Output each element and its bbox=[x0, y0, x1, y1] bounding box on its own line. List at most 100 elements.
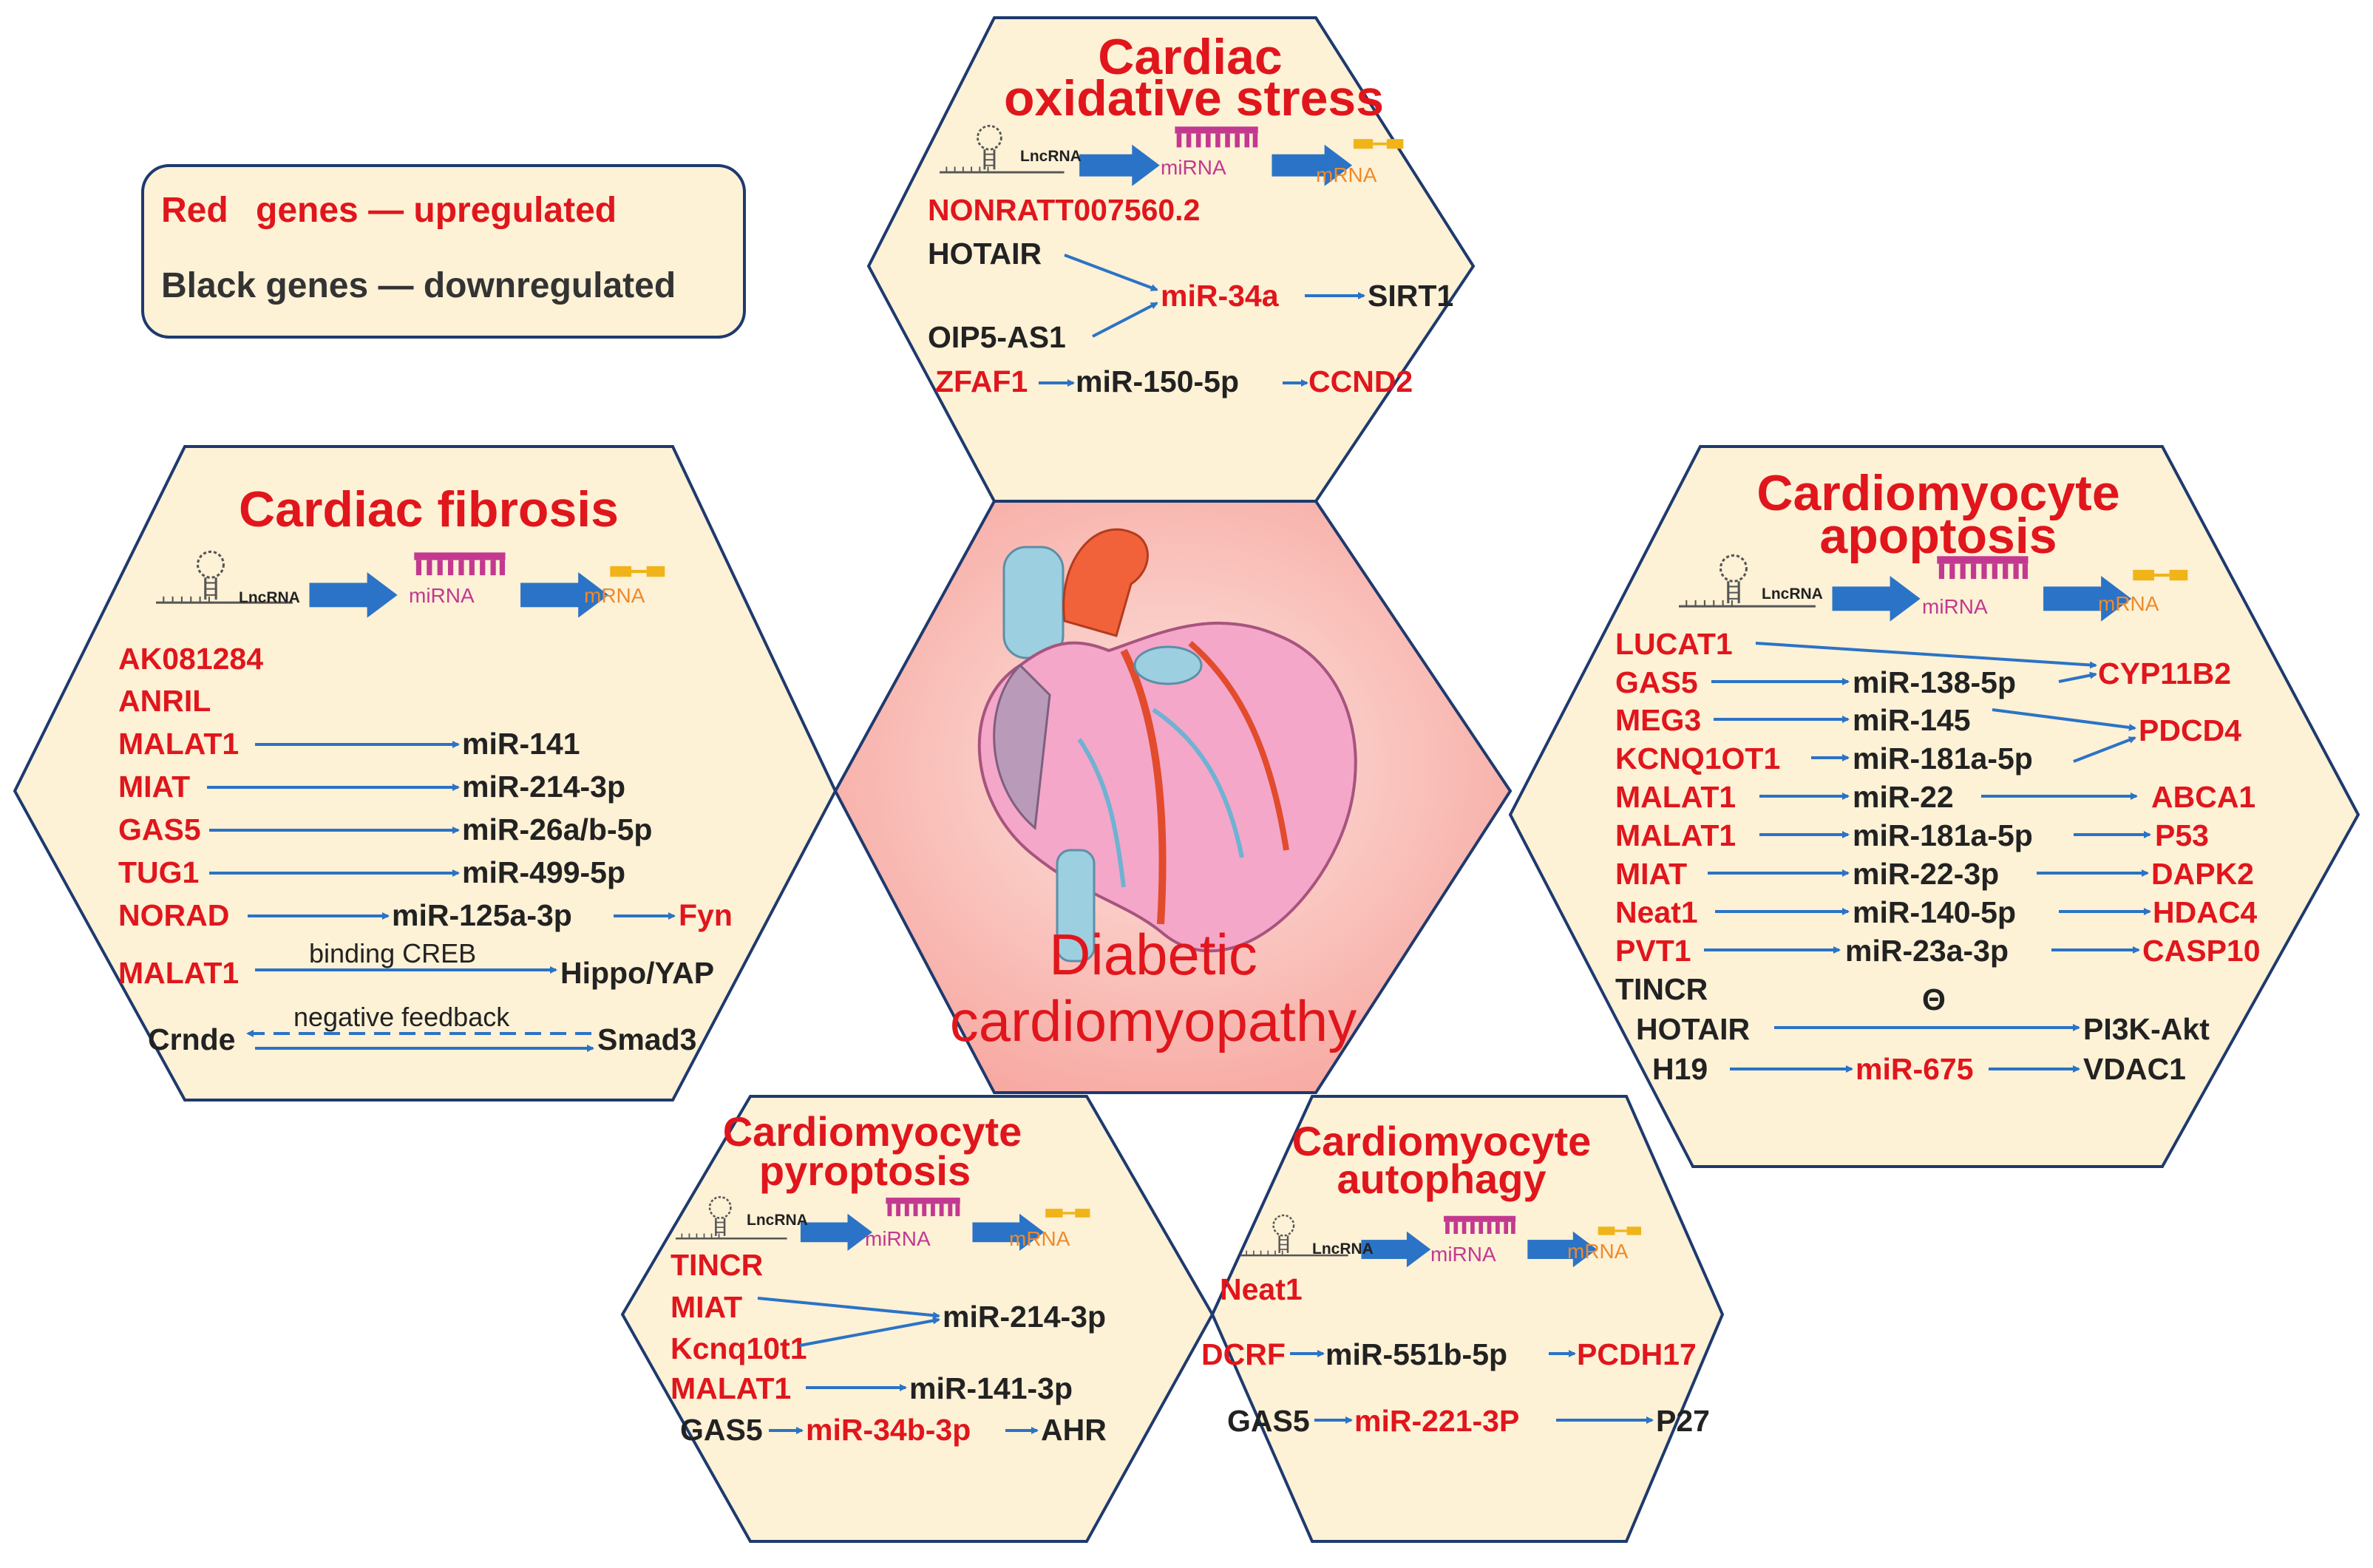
aut-arrows bbox=[1290, 1350, 1654, 1424]
aut-mi-2: miR-551b-5p bbox=[1325, 1337, 1507, 1371]
panel-apoptosis-icons: LncRNA miRNA mRNA bbox=[1679, 555, 2187, 621]
apo-target-5: ABCA1 bbox=[2151, 780, 2255, 814]
icon-mrna-label: mRNA bbox=[584, 584, 645, 607]
legend: Red genes — upregulated Black genes — do… bbox=[141, 164, 746, 339]
apo-target-12: VDAC1 bbox=[2083, 1052, 2186, 1086]
apo-mi-6: miR-181a-5p bbox=[1853, 818, 2033, 852]
apo-lnc-1: LUCAT1 bbox=[1615, 627, 1733, 661]
pyr-lnc-3: Kcnq10t1 bbox=[671, 1331, 807, 1365]
apo-mi-5: miR-22 bbox=[1853, 780, 1954, 814]
center-title-line1: Diabetic bbox=[1049, 922, 1257, 987]
pyr-arrow-miat bbox=[757, 1297, 940, 1320]
panel-oxidative-icons: LncRNA miRNA mRNA bbox=[940, 126, 1403, 186]
aut-mi-3: miR-221-3P bbox=[1354, 1404, 1519, 1438]
apo-target-11: PI3K-Akt bbox=[2083, 1012, 2210, 1046]
aut-lnc-2: DCRF bbox=[1201, 1337, 1286, 1371]
apo-mi-4: miR-181a-5p bbox=[1853, 741, 2033, 775]
panel-fibrosis-icons: LncRNA miRNA mRNA bbox=[156, 551, 665, 617]
icon-lncrna-label: LncRNA bbox=[1762, 586, 1823, 603]
panel-cardiomyocyte-autophagy: Cardiomyocyte autophagy LncRNA miRNA mRN… bbox=[1201, 1095, 1725, 1543]
fib-lnc-8: MALAT1 bbox=[118, 956, 239, 990]
aut-lnc-1: Neat1 bbox=[1220, 1272, 1303, 1306]
panel-oxidative-title-1: Cardiac bbox=[1098, 29, 1282, 85]
panel-oxidative-hex bbox=[866, 16, 1476, 503]
panel-autophagy-icons: LncRNA miRNA mRNA bbox=[1240, 1215, 1641, 1267]
panel-pyroptosis-icons: LncRNA miRNA mRNA bbox=[676, 1197, 1090, 1251]
icon-lncrna-label: LncRNA bbox=[1312, 1241, 1374, 1258]
legend-red-word: Red bbox=[161, 191, 228, 230]
apo-lnc-9: PVT1 bbox=[1615, 934, 1691, 968]
center-title-line2: cardiomyopathy bbox=[950, 988, 1357, 1053]
ox-lnc-3: OIP5-AS1 bbox=[928, 320, 1066, 354]
icon-mirna-label: miRNA bbox=[865, 1227, 931, 1250]
fib-lnc-9: Crnde bbox=[148, 1022, 235, 1056]
pyr-lnc-1: TINCR bbox=[671, 1248, 763, 1282]
apo-lnc-7: MIAT bbox=[1615, 857, 1687, 891]
pyr-lnc-2: MIAT bbox=[671, 1290, 742, 1324]
legend-box bbox=[141, 164, 746, 339]
pyr-mi-2: miR-214-3p bbox=[943, 1300, 1106, 1334]
panel-cardiomyocyte-apoptosis: Cardiomyocyte apoptosis LncRNA miRNA mRN… bbox=[1508, 445, 2360, 1168]
ox-target-1: SIRT1 bbox=[1368, 279, 1453, 313]
apo-mi-7: miR-22-3p bbox=[1853, 857, 1999, 891]
pyr-lnc-5: GAS5 bbox=[680, 1413, 763, 1447]
ox-lnc-4: ZFAF1 bbox=[935, 364, 1028, 398]
fib-mi-6: miR-499-5p bbox=[462, 855, 625, 889]
apo-arrow-mir138 bbox=[2058, 671, 2097, 683]
fib-mi-4: miR-214-3p bbox=[462, 770, 625, 804]
icon-mrna-label: mRNA bbox=[2098, 592, 2159, 615]
fib-target-8: Hippo/YAP bbox=[560, 956, 714, 990]
fib-note-9: negative feedback bbox=[293, 1002, 510, 1032]
fib-lnc-4: MIAT bbox=[118, 770, 190, 804]
fib-lnc-3: MALAT1 bbox=[118, 727, 239, 761]
apo-lnc-2: GAS5 bbox=[1615, 665, 1698, 699]
apo-lnc-11: HOTAIR bbox=[1636, 1012, 1750, 1046]
apo-arrows bbox=[1704, 642, 2151, 1073]
panel-apoptosis-hex bbox=[1508, 445, 2360, 1168]
heart-illustration bbox=[977, 528, 1357, 963]
panel-oxidative-title-2: oxidative stress bbox=[1004, 70, 1384, 126]
ox-arrow-1 bbox=[1064, 254, 1158, 291]
aut-target-2: PCDH17 bbox=[1577, 1337, 1697, 1371]
apo-mi-2: miR-138-5p bbox=[1853, 665, 2016, 699]
apo-target-2: CYP11B2 bbox=[2098, 656, 2231, 690]
icon-lncrna-label: LncRNA bbox=[239, 589, 300, 606]
ox-lnc-2: HOTAIR bbox=[928, 237, 1042, 271]
panel-apoptosis-title-1: Cardiomyocyte bbox=[1756, 465, 2119, 521]
fib-mi-3: miR-141 bbox=[462, 727, 580, 761]
ox-mi-2: miR-150-5p bbox=[1076, 364, 1239, 398]
fib-lnc-6: TUG1 bbox=[118, 855, 199, 889]
apo-mi-9: miR-23a-3p bbox=[1845, 934, 2009, 968]
fib-lnc-7: NORAD bbox=[118, 898, 229, 932]
panel-pyroptosis-title-1: Cardiomyocyte bbox=[723, 1108, 1022, 1155]
ox-target-2: CCND2 bbox=[1308, 364, 1413, 398]
ox-arrow-2 bbox=[1092, 302, 1158, 338]
apo-lnc-10: TINCR bbox=[1615, 972, 1708, 1006]
fib-lnc-1: AK081284 bbox=[118, 642, 263, 676]
apo-target-7: DAPK2 bbox=[2151, 857, 2254, 891]
panel-pyroptosis-title-2: pyroptosis bbox=[759, 1147, 971, 1194]
icon-lncrna-label: LncRNA bbox=[1020, 148, 1082, 165]
apo-target-9: CASP10 bbox=[2142, 934, 2261, 968]
pyr-mi-4: miR-141-3p bbox=[909, 1371, 1073, 1405]
fib-mi-7: miR-125a-3p bbox=[392, 898, 572, 932]
apo-mi-12: miR-675 bbox=[1856, 1052, 1974, 1086]
panel-apoptosis-title-2: apoptosis bbox=[1819, 508, 2057, 564]
apo-inhibit-symbol: Θ bbox=[1922, 982, 1946, 1017]
aut-target-3: P27 bbox=[1656, 1404, 1710, 1438]
apo-lnc-8: Neat1 bbox=[1615, 895, 1698, 929]
apo-lnc-6: MALAT1 bbox=[1615, 818, 1736, 852]
pyr-arrow-kcnq bbox=[799, 1317, 940, 1347]
fib-arrows bbox=[207, 741, 676, 1052]
panel-cardiac-fibrosis: Cardiac fibrosis LncRNA miRNA mRNA AK081… bbox=[13, 445, 838, 1102]
icon-mrna-label: mRNA bbox=[1567, 1240, 1629, 1263]
apo-arrow-mir145 bbox=[1992, 708, 2136, 731]
legend-black-line: Black genes — downregulated bbox=[161, 266, 676, 305]
apo-target-8: HDAC4 bbox=[2153, 895, 2257, 929]
ox-arrows bbox=[1039, 254, 1365, 387]
apo-arrow-lucat1 bbox=[1755, 642, 2097, 669]
pyr-lnc-4: MALAT1 bbox=[671, 1371, 791, 1405]
panel-autophagy-title-2: autophagy bbox=[1337, 1155, 1546, 1202]
apo-target-6: P53 bbox=[2155, 818, 2209, 852]
